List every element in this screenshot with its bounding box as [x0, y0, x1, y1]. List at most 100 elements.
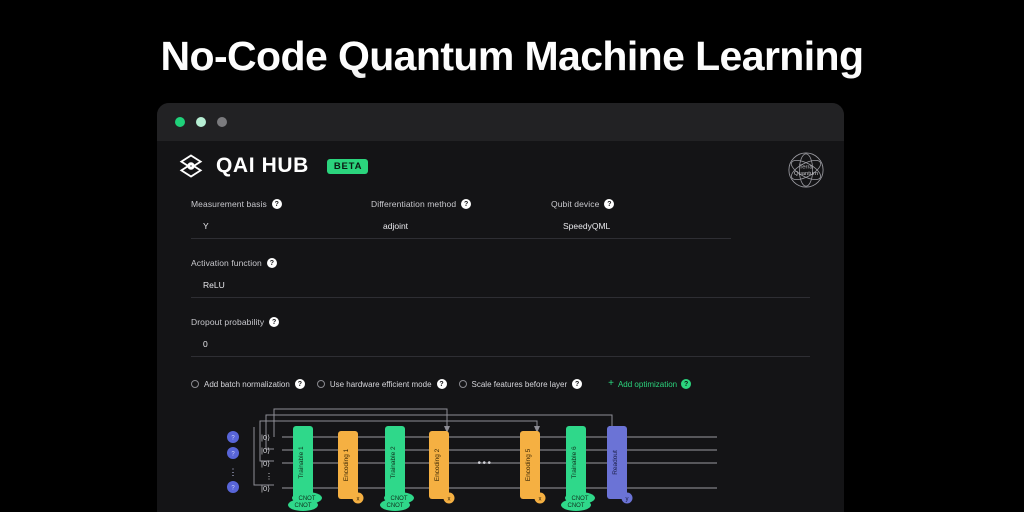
field-label: Dropout probability ? [191, 317, 810, 327]
circuit-block-encoding-5: Encoding 5 x [520, 431, 546, 504]
field-activation-function[interactable]: Activation function ? ReLU [191, 258, 810, 298]
minimize-dot[interactable] [196, 117, 206, 127]
app-header: QAI HUB BETA Terra Quantum [157, 141, 844, 191]
svg-text:Trainable 6: Trainable 6 [571, 446, 578, 479]
svg-text:Terra: Terra [799, 165, 813, 171]
svg-text:|0⟩: |0⟩ [261, 446, 270, 455]
svg-text:|0⟩: |0⟩ [261, 459, 270, 468]
circuit-block-trainable-6: Trainable 6 [566, 426, 586, 499]
add-optimization-button[interactable]: + Add optimization ? [608, 378, 692, 389]
checkbox-label: Scale features before layer [471, 379, 568, 389]
field-measurement-basis[interactable]: Measurement basis ? Y [191, 199, 371, 239]
cnot-badge-2: CNOT CNOT x2 [380, 492, 414, 511]
brand-name: QAI HUB [216, 154, 309, 177]
checkbox-scale-features-before-layer[interactable]: Scale features before layer ? [458, 379, 583, 389]
svg-text:CNOT: CNOT [391, 496, 408, 502]
circuit-block-trainable-2: Trainable 2 [385, 426, 405, 499]
field-label: Differentiation method ? [371, 199, 551, 209]
checkbox-use-hardware-efficient-mode[interactable]: Use hardware efficient mode ? [316, 379, 447, 389]
help-icon[interactable]: ? [294, 379, 305, 389]
svg-text:x: x [357, 496, 360, 502]
close-dot[interactable] [175, 117, 185, 127]
svg-text:⋮: ⋮ [265, 472, 273, 481]
quantum-circuit-diagram[interactable]: ? ? ⋮ ? |0⟩ |0⟩ |0⟩ ⋮ |0⟩ [157, 401, 844, 512]
field-value[interactable]: adjoint [371, 221, 551, 239]
help-icon[interactable]: ? [269, 317, 280, 327]
svg-text:|0⟩: |0⟩ [261, 433, 270, 442]
browser-window: QAI HUB BETA Terra Quantum [157, 103, 844, 512]
svg-text:CNOT: CNOT [572, 496, 589, 502]
svg-text:Encoding 2: Encoding 2 [434, 448, 441, 481]
settings-form: Measurement basis ? Y Differentiation me… [157, 191, 844, 357]
field-differentiation-method[interactable]: Differentiation method ? adjoint [371, 199, 551, 239]
help-icon[interactable]: ? [681, 379, 692, 389]
field-label: Measurement basis ? [191, 199, 371, 209]
svg-text:?: ? [231, 486, 235, 492]
input-node [227, 431, 239, 443]
field-value[interactable]: Y [191, 221, 371, 239]
terra-quantum-logo-icon: Terra Quantum [787, 151, 825, 189]
field-label-text: Measurement basis [191, 199, 267, 209]
circuit-block-readout: Readout y [607, 426, 633, 504]
help-icon[interactable]: ? [271, 199, 282, 209]
plus-icon: + [608, 378, 614, 389]
beta-badge: BETA [326, 158, 369, 174]
checkbox-icon[interactable] [316, 380, 325, 388]
field-value[interactable]: SpeedyQML [551, 221, 731, 239]
circuit-ellipsis: ••• [477, 458, 492, 469]
checkbox-icon[interactable] [191, 380, 199, 388]
field-label: Activation function ? [191, 258, 810, 268]
circuit-block-encoding-2: Encoding 2 x [429, 431, 455, 504]
field-qubit-device[interactable]: Qubit device ? SpeedyQML [551, 199, 731, 239]
circuit-block-encoding-1: Encoding 1 x [338, 431, 364, 504]
help-icon[interactable]: ? [604, 199, 615, 209]
svg-text:CNOT: CNOT [295, 503, 312, 509]
field-row-1: Measurement basis ? Y Differentiation me… [191, 199, 810, 239]
checkbox-label: Add batch normalization [204, 379, 290, 389]
add-optimization-label: Add optimization [617, 379, 678, 389]
svg-text:?: ? [231, 436, 235, 442]
field-value[interactable]: ReLU [191, 280, 810, 298]
svg-text:x: x [448, 496, 451, 502]
checkbox-add-batch-normalization[interactable]: Add batch normalization ? [191, 379, 305, 389]
svg-text:x: x [539, 496, 542, 502]
cnot-badge-3: CNOT CNOT x2 [561, 492, 595, 511]
field-label: Qubit device ? [551, 199, 731, 209]
qai-hub-diamond-logo-icon [177, 152, 205, 180]
checkbox-icon[interactable] [458, 380, 467, 388]
window-titlebar [157, 103, 844, 141]
circuit-input-nodes: ? ? ⋮ ? [227, 431, 239, 493]
svg-text:Readout: Readout [612, 450, 619, 475]
checkbox-label: Use hardware efficient mode [329, 379, 432, 389]
help-icon[interactable]: ? [572, 379, 583, 389]
svg-text:Trainable 1: Trainable 1 [298, 446, 305, 479]
maximize-dot[interactable] [217, 117, 227, 127]
input-node [227, 447, 239, 459]
help-icon[interactable]: ? [266, 258, 277, 268]
svg-text:Quantum: Quantum [794, 171, 818, 177]
svg-text:Trainable 2: Trainable 2 [390, 446, 397, 479]
app-body: QAI HUB BETA Terra Quantum [157, 141, 844, 512]
field-label-text: Activation function [191, 258, 262, 268]
field-label-text: Dropout probability [191, 317, 265, 327]
svg-text:Encoding 5: Encoding 5 [525, 448, 532, 481]
brand[interactable]: QAI HUB BETA [177, 152, 369, 180]
options-row: Add batch normalization ? Use hardware e… [157, 379, 844, 389]
field-dropout-probability[interactable]: Dropout probability ? 0 [191, 317, 810, 357]
svg-text:⋮: ⋮ [229, 467, 238, 477]
cnot-badge-1: CNOT CNOT x2 [288, 492, 322, 511]
field-label-text: Qubit device [551, 199, 600, 209]
input-node [227, 481, 239, 493]
svg-text:CNOT: CNOT [299, 496, 316, 502]
svg-text:?: ? [231, 452, 235, 458]
circuit-block-trainable-1: Trainable 1 [293, 426, 313, 499]
field-label-text: Differentiation method [371, 199, 457, 209]
field-value[interactable]: 0 [191, 339, 810, 357]
help-icon[interactable]: ? [461, 199, 472, 209]
svg-text:|0⟩: |0⟩ [261, 484, 270, 493]
field-row-2: Activation function ? ReLU [191, 258, 810, 298]
help-icon[interactable]: ? [436, 379, 447, 389]
svg-text:Encoding 1: Encoding 1 [343, 448, 350, 481]
svg-text:y: y [626, 496, 629, 502]
